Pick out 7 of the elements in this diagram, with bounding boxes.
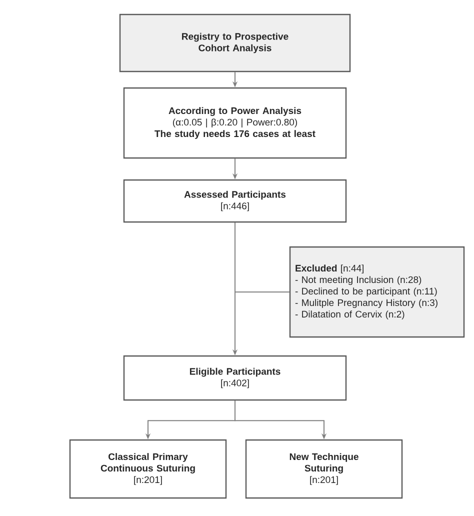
process-box: According to Power Analysis (α:0.05 | β:0.20 | Power:0.80) The study needs 176 cases at least bbox=[123, 87, 347, 159]
process-box: Assessed Participants [n:446] bbox=[123, 179, 347, 223]
process-box: Classical Primary Continuous Suturing [n:201] bbox=[69, 439, 227, 499]
process-box: Registry to Prospective Cohort Analysis bbox=[119, 14, 351, 72]
excluded-box: Excluded [n:44] - Not meeting Inclusion (n:28) - Declined to be participant (n:11) - Mulitple Pregnancy History (n:3) - Dilatation of Cervix (n:2) bbox=[289, 246, 465, 338]
process-box: New Technique Suturing [n:201] bbox=[245, 439, 403, 499]
process-box: Eligible Participants [n:402] bbox=[123, 355, 347, 401]
